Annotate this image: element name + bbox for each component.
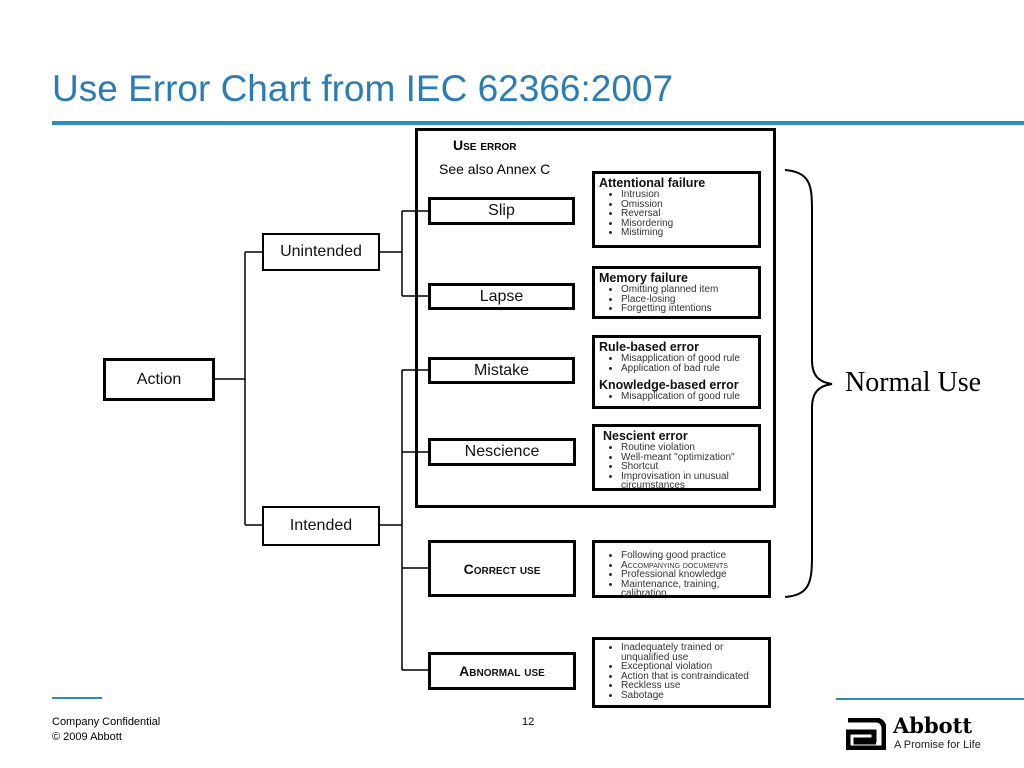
nescient-error-box: Nescient error Routine violationWell-mea… xyxy=(592,424,761,491)
list-item: Place-losing xyxy=(621,294,754,305)
abnormal-use-list: Inadequately trained or unqualified use … xyxy=(592,637,771,708)
copyright-label: © 2009 Abbott xyxy=(52,731,122,743)
attentional-failure-box: Attentional failure IntrusionOmissionRev… xyxy=(592,171,761,248)
action-box: Action xyxy=(103,358,215,401)
correct-use-box: Correct use xyxy=(428,540,576,597)
rule-based-heading: Rule-based error xyxy=(599,340,700,354)
abbott-logo-text: Abbott xyxy=(893,713,973,738)
slide-title: Use Error Chart from IEC 62366:2007 xyxy=(52,68,674,109)
knowledge-based-heading: Knowledge-based error xyxy=(599,378,739,392)
list-item: Well-meant "optimization" xyxy=(621,452,754,463)
unintended-box: Unintended xyxy=(262,233,380,271)
list-item: Accompanying documents xyxy=(621,560,764,571)
list-item: Application of bad rule xyxy=(621,363,754,374)
list-item: Sabotage xyxy=(621,690,764,701)
nescience-box: Nescience xyxy=(428,438,576,466)
abbott-logo-icon xyxy=(846,718,886,750)
list-item: Professional knowledge xyxy=(621,570,764,580)
list-item: Omission xyxy=(621,199,754,210)
list-item: Shortcut xyxy=(621,462,754,472)
list-item: Reversal xyxy=(621,209,754,219)
list-item: Improvisation in unusual circumstances xyxy=(621,471,754,491)
normal-use-label: Normal Use xyxy=(845,367,982,398)
footer-rule-left xyxy=(52,697,102,699)
list-item: Forgetting intentions xyxy=(621,304,754,314)
list-item: Action that is contraindicated xyxy=(621,671,764,682)
mistake-box: Mistake xyxy=(428,357,575,384)
intended-box: Intended xyxy=(262,506,380,546)
memory-heading: Memory failure xyxy=(599,271,688,285)
list-item: Omitting planned item xyxy=(621,285,754,295)
memory-failure-box: Memory failure Omitting planned itemPlac… xyxy=(592,266,761,319)
abnormal-use-box: Abnormal use xyxy=(428,652,576,690)
list-item: Maintenance, training, calibration xyxy=(621,579,764,599)
list-item: Misapplication of good rule xyxy=(621,354,754,364)
confidential-label: Company Confidential xyxy=(52,716,161,728)
footer-rule-right xyxy=(836,698,1024,700)
nescient-heading: Nescient error xyxy=(603,429,688,443)
list-item: Misapplication of good rule xyxy=(621,392,754,402)
see-also-annex: See also Annex C xyxy=(439,161,551,177)
list-item: Inadequately trained or unqualified use xyxy=(621,643,741,663)
list-item: Mistiming xyxy=(621,228,754,238)
use-error-heading: Use error xyxy=(453,137,517,153)
list-item: Routine violation xyxy=(621,443,754,453)
list-item: Following good practice xyxy=(621,551,764,561)
list-item: Reckless use xyxy=(621,681,764,691)
list-item: Exceptional violation xyxy=(621,662,764,672)
list-item: Intrusion xyxy=(621,190,754,200)
correct-use-list: Following good practiceAccompanying docu… xyxy=(592,540,771,599)
slip-box: Slip xyxy=(428,197,575,225)
tagline: A Promise for Life xyxy=(894,739,981,751)
title-rule xyxy=(52,121,1024,125)
list-item: Misordering xyxy=(621,218,754,229)
attentional-heading: Attentional failure xyxy=(599,176,706,190)
page-number: 12 xyxy=(522,716,535,728)
lapse-box: Lapse xyxy=(428,283,575,310)
brace-shape xyxy=(784,169,833,598)
rule-knowledge-box: Rule-based error Misapplication of good … xyxy=(592,335,761,409)
use-error-group xyxy=(415,128,776,508)
